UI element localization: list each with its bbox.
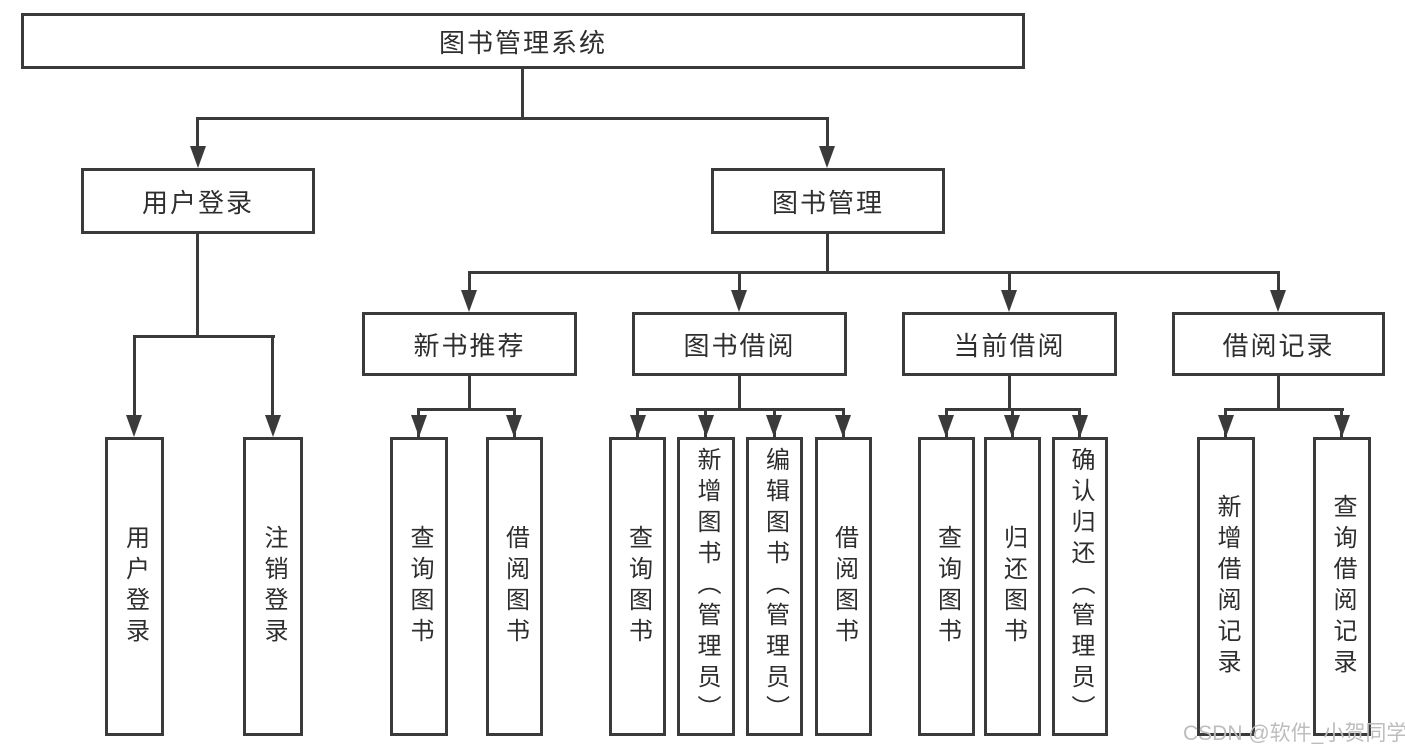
connector-line bbox=[196, 117, 829, 120]
leaf-query-books-current: 查询图书 bbox=[918, 437, 975, 736]
node-label: 当前借阅 bbox=[953, 330, 1066, 361]
arrow-down-icon bbox=[411, 415, 427, 437]
node-label: 图书借阅 bbox=[683, 330, 796, 361]
node-label: 借阅记录 bbox=[1222, 330, 1335, 361]
leaf-query-books-recommend: 查询图书 bbox=[390, 437, 448, 736]
connector-line bbox=[196, 117, 199, 149]
node-label: 确认归还（管理员） bbox=[1067, 447, 1094, 726]
leaf-borrow-books-borrowing: 借阅图书 bbox=[815, 437, 872, 736]
node-label: 图书管理 bbox=[771, 187, 884, 218]
connector-line bbox=[826, 234, 829, 274]
connector-line bbox=[271, 335, 274, 420]
node-label: 新增借阅记录 bbox=[1213, 493, 1240, 680]
leaf-query-borrow-record: 查询借阅记录 bbox=[1313, 437, 1371, 736]
node-label: 查询图书 bbox=[624, 524, 652, 649]
node-label: 用户登录 bbox=[121, 524, 149, 649]
node-library-system: 图书管理系统 bbox=[21, 13, 1025, 69]
leaf-query-books-borrowing: 查询图书 bbox=[609, 437, 666, 736]
connector-line bbox=[417, 408, 516, 411]
connector-line bbox=[1277, 271, 1280, 296]
leaf-logout-login: 注销登录 bbox=[243, 437, 303, 736]
arrow-down-icon bbox=[630, 415, 646, 437]
leaf-confirm-return-admin: 确认归还（管理员） bbox=[1052, 437, 1108, 736]
node-label: 编辑图书（管理员） bbox=[761, 447, 789, 726]
arrow-down-icon bbox=[190, 146, 206, 168]
arrow-down-icon bbox=[265, 415, 281, 437]
node-label: 新增图书（管理员） bbox=[693, 447, 720, 726]
connector-line bbox=[468, 376, 471, 411]
node-book-borrowing: 图书借阅 bbox=[632, 312, 847, 376]
connector-line bbox=[1008, 271, 1011, 296]
connector-line bbox=[738, 271, 741, 296]
connector-line bbox=[468, 271, 1280, 274]
arrow-down-icon bbox=[731, 290, 747, 312]
connector-line bbox=[826, 117, 829, 149]
node-label: 查询图书 bbox=[406, 524, 433, 649]
node-label: 查询图书 bbox=[933, 524, 961, 649]
connector-line bbox=[1008, 376, 1011, 411]
connector-line bbox=[1224, 408, 1344, 411]
connector-line bbox=[738, 376, 741, 411]
node-label: 用户登录 bbox=[141, 187, 254, 218]
arrow-down-icon bbox=[506, 415, 522, 437]
node-borrowing-records: 借阅记录 bbox=[1172, 312, 1385, 376]
node-current-borrowing: 当前借阅 bbox=[902, 312, 1117, 376]
leaf-borrow-books-recommend: 借阅图书 bbox=[486, 437, 543, 736]
node-book-management: 图书管理 bbox=[711, 168, 945, 234]
node-label: 图书管理系统 bbox=[438, 27, 607, 58]
leaf-edit-books-admin: 编辑图书（管理员） bbox=[746, 437, 803, 736]
leaf-add-books-admin: 新增图书（管理员） bbox=[677, 437, 735, 736]
arrow-down-icon bbox=[819, 146, 835, 168]
arrow-down-icon bbox=[1072, 415, 1088, 437]
watermark-text: CSDN @软件_小贺同学 bbox=[1183, 722, 1405, 745]
connector-line bbox=[133, 335, 275, 338]
connector-line bbox=[521, 69, 524, 119]
node-label: 查询借阅记录 bbox=[1329, 493, 1356, 680]
node-new-book-recommend: 新书推荐 bbox=[362, 312, 577, 376]
arrow-down-icon bbox=[1218, 415, 1234, 437]
node-label: 借阅图书 bbox=[501, 524, 529, 649]
node-label: 新书推荐 bbox=[413, 330, 526, 361]
leaf-user-login: 用户登录 bbox=[105, 437, 164, 736]
connector-line bbox=[133, 335, 136, 420]
arrow-down-icon bbox=[835, 415, 851, 437]
arrow-down-icon bbox=[1001, 290, 1017, 312]
arrow-down-icon bbox=[1334, 415, 1350, 437]
arrow-down-icon bbox=[766, 415, 782, 437]
arrow-down-icon bbox=[938, 415, 954, 437]
connector-line bbox=[196, 234, 199, 338]
leaf-return-books: 归还图书 bbox=[984, 437, 1041, 736]
node-label: 归还图书 bbox=[999, 524, 1027, 649]
node-label: 注销登录 bbox=[260, 524, 287, 649]
leaf-add-borrow-record: 新增借阅记录 bbox=[1197, 437, 1255, 736]
connector-line bbox=[1277, 376, 1280, 411]
arrow-down-icon bbox=[126, 415, 142, 437]
node-label: 借阅图书 bbox=[830, 524, 858, 649]
connector-line bbox=[636, 408, 845, 411]
arrow-down-icon bbox=[461, 290, 477, 312]
arrow-down-icon bbox=[1270, 290, 1286, 312]
arrow-down-icon bbox=[698, 415, 714, 437]
node-user-login: 用户登录 bbox=[81, 168, 315, 234]
arrow-down-icon bbox=[1004, 415, 1020, 437]
connector-line bbox=[468, 271, 471, 296]
